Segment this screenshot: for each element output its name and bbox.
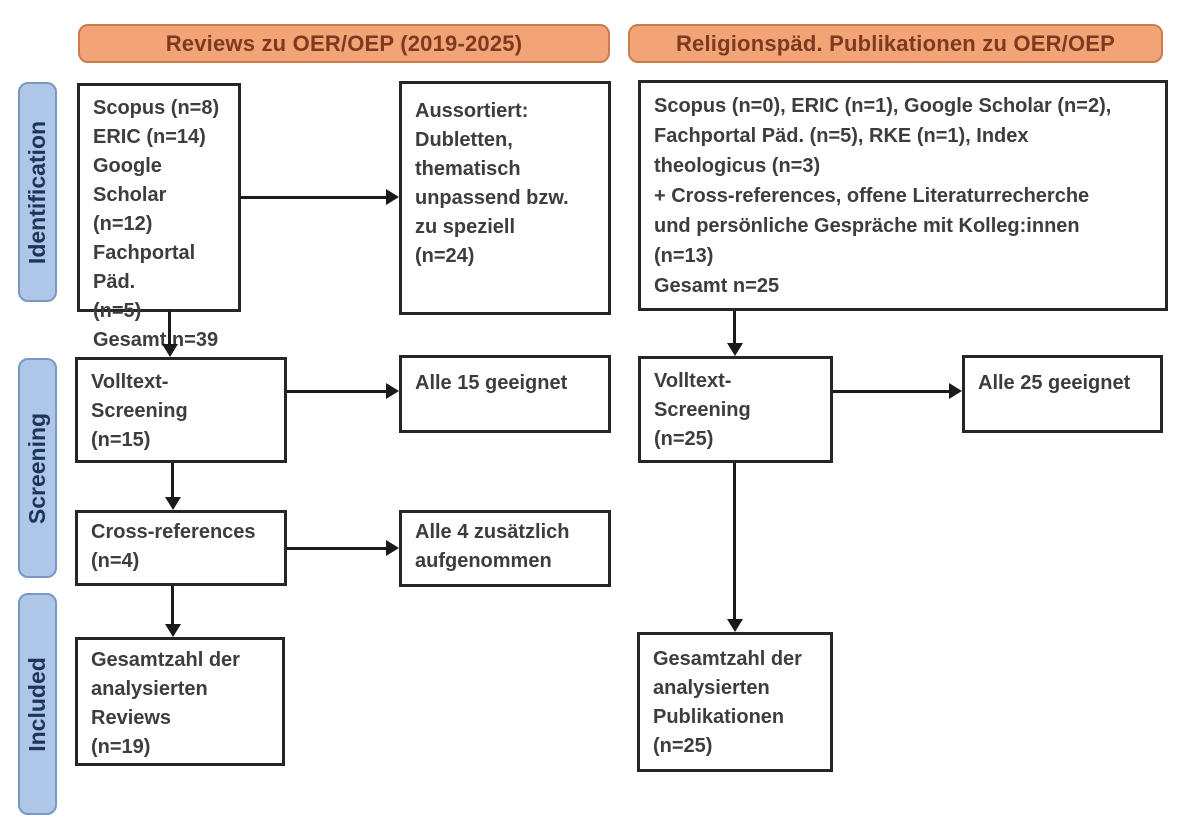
column-header-religionspaed: Religionspäd. Publikationen zu OER/OEP bbox=[628, 24, 1163, 63]
box-reviews-crossreferences-result: Alle 4 zusätzlich aufgenommen bbox=[399, 510, 611, 587]
box-relpaed-fulltext-result: Alle 25 geeignet bbox=[962, 355, 1163, 433]
stage-label-identification-text: Identification bbox=[24, 120, 50, 264]
box-relpaed-included-total: Gesamtzahl der analysierten Publikatione… bbox=[637, 632, 833, 772]
stage-label-screening-text: Screening bbox=[24, 412, 50, 524]
arrow-reviews-sources-to-excluded bbox=[240, 189, 399, 205]
arrow-relpaed-sources-to-fulltext bbox=[726, 311, 743, 356]
box-reviews-fulltext-result: Alle 15 geeignet bbox=[399, 355, 611, 433]
box-reviews-included-total: Gesamtzahl der analysierten Reviews (n=1… bbox=[75, 637, 285, 766]
arrow-reviews-fulltext-to-crossref bbox=[164, 463, 181, 510]
box-reviews-crossreferences: Cross-references (n=4) bbox=[75, 510, 287, 586]
box-relpaed-fulltext-screening: Volltext- Screening (n=25) bbox=[638, 356, 833, 463]
stage-label-included: Included bbox=[18, 593, 57, 815]
box-reviews-sources: Scopus (n=8) ERIC (n=14) Google Scholar … bbox=[77, 83, 241, 351]
arrow-relpaed-fulltext-to-included bbox=[726, 463, 743, 632]
column-header-reviews: Reviews zu OER/OEP (2019-2025) bbox=[78, 24, 610, 63]
stage-label-identification: Identification bbox=[18, 82, 57, 302]
box-reviews-excluded: Aussortiert: Dubletten, thematisch unpas… bbox=[399, 81, 611, 315]
stage-label-screening: Screening bbox=[18, 358, 57, 578]
arrow-reviews-crossref-to-included bbox=[164, 586, 181, 637]
box-relpaed-sources: Scopus (n=0), ERIC (n=1), Google Scholar… bbox=[638, 80, 1168, 311]
arrow-reviews-crossref-to-result bbox=[287, 540, 399, 556]
arrow-relpaed-fulltext-to-result bbox=[833, 383, 962, 399]
arrow-reviews-sources-to-fulltext bbox=[161, 311, 178, 357]
box-reviews-fulltext-screening: Volltext- Screening (n=15) bbox=[75, 357, 287, 463]
arrow-reviews-fulltext-to-result bbox=[287, 383, 399, 399]
stage-label-included-text: Included bbox=[24, 656, 50, 752]
